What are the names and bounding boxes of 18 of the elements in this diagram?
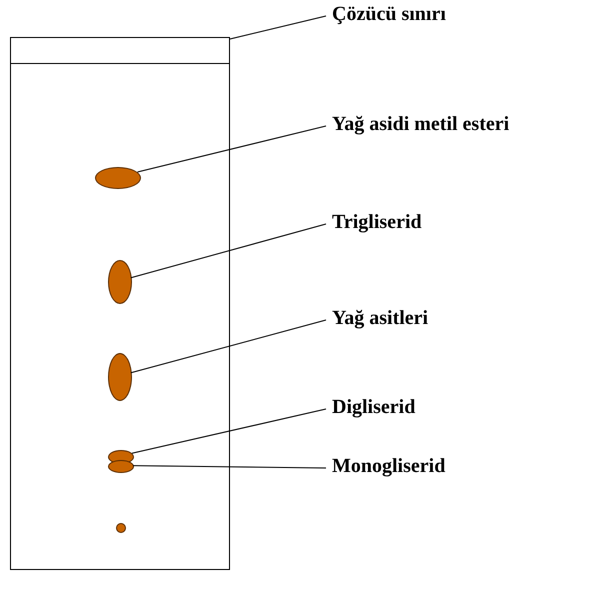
spot [108,260,132,304]
spot-label: Çözücü sınırı [332,2,532,26]
spot-label: Yağ asidi metil esteri [332,112,612,136]
leader-line [131,408,326,454]
spot-label: Monogliserid [332,454,502,478]
origin-spot [116,523,126,533]
leader-line [136,126,326,172]
spot [95,167,141,189]
leader-line [230,16,326,40]
spot [108,353,132,401]
leader-line [130,224,326,278]
spot-label: Digliserid [332,395,482,419]
spot-label: Trigliserid [332,210,482,234]
spot-label: Yağ asitleri [332,306,492,330]
leader-line [132,465,326,468]
leader-line [130,320,326,374]
tlc-plate [10,37,230,570]
spot [108,460,134,473]
